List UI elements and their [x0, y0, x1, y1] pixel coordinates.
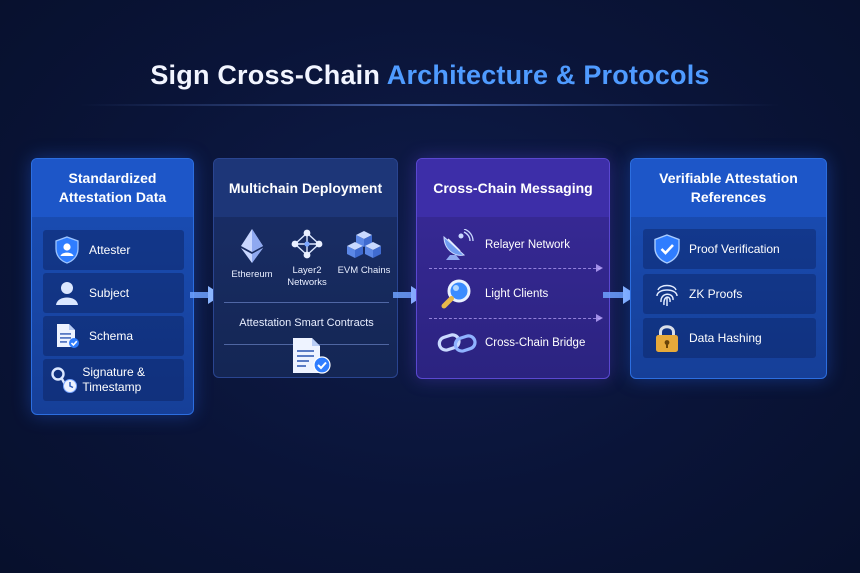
chain-label: Layer2 Networks: [287, 265, 327, 288]
divider: [224, 302, 389, 303]
item-label: Proof Verification: [689, 241, 780, 256]
satellite-dish-icon: [437, 229, 477, 261]
item-label: Cross-Chain Bridge: [485, 337, 586, 349]
item-label: Signature & Timestamp: [82, 365, 146, 394]
user-icon: [49, 280, 85, 306]
contract-document-icon: [293, 338, 331, 374]
panel-standardized-attestation-data: Standardized Attestation Data Attester S…: [31, 158, 194, 415]
item-signature-timestamp: Signature & Timestamp: [43, 359, 184, 401]
item-light-clients: Light Clients: [437, 276, 548, 312]
title-part-2: Architecture & Protocols: [386, 60, 710, 90]
panel-title: Verifiable Attestation References: [631, 159, 826, 217]
item-data-hashing: Data Hashing: [643, 318, 816, 358]
page-title: Sign Cross-Chain Architecture & Protocol…: [0, 60, 860, 91]
item-label: Relayer Network: [485, 239, 570, 251]
item-subject: Subject: [43, 273, 184, 313]
item-cross-chain-bridge: Cross-Chain Bridge: [437, 325, 585, 361]
panel-title: Multichain Deployment: [214, 159, 397, 217]
panel-verifiable-attestation-references: Verifiable Attestation References Proof …: [630, 158, 827, 379]
item-label: Subject: [89, 285, 130, 300]
item-label: Schema: [89, 328, 134, 343]
item-label: Data Hashing: [689, 330, 762, 345]
panel-cross-chain-messaging: Cross-Chain Messaging Relayer Network Li…: [416, 158, 610, 379]
item-relayer-network: Relayer Network: [437, 227, 570, 263]
title-part-1: Sign Cross-Chain: [150, 60, 387, 90]
item-label: Attester: [89, 242, 131, 257]
relay-dashed-arrow: [429, 314, 603, 322]
shield-user-icon: [49, 236, 85, 264]
network-nodes-icon: [291, 229, 323, 259]
key-clock-icon: [49, 366, 78, 394]
relay-dashed-arrow: [429, 264, 603, 272]
item-proof-verification: Proof Verification: [643, 229, 816, 269]
contracts-label: Attestation Smart Contracts: [239, 317, 374, 329]
item-zk-proofs: ZK Proofs: [643, 274, 816, 314]
lock-icon: [649, 323, 685, 353]
chain-ethereum: Ethereum: [222, 229, 282, 281]
shield-check-icon: [649, 234, 685, 264]
item-label: Light Clients: [485, 288, 549, 300]
title-divider: [80, 104, 780, 106]
panel-title: Cross-Chain Messaging: [417, 159, 609, 217]
ethereum-icon: [241, 229, 263, 263]
magnifier-icon: [437, 278, 477, 310]
panel-multichain-deployment: Multichain Deployment Ethereum Layer2 Ne…: [213, 158, 398, 378]
document-check-icon: [49, 322, 85, 350]
chain-label: Ethereum: [231, 269, 273, 280]
cubes-icon: [347, 231, 381, 258]
chain-link-icon: [437, 329, 477, 357]
item-attester: Attester: [43, 230, 184, 270]
item-label: ZK Proofs: [689, 286, 743, 301]
panel-title: Standardized Attestation Data: [32, 159, 193, 217]
chain-layer2: Layer2 Networks: [277, 229, 337, 289]
chain-label: EVM Chains: [337, 265, 391, 276]
item-schema: Schema: [43, 316, 184, 356]
chain-evm: EVM Chains: [332, 229, 396, 277]
fingerprint-icon: [649, 280, 685, 308]
